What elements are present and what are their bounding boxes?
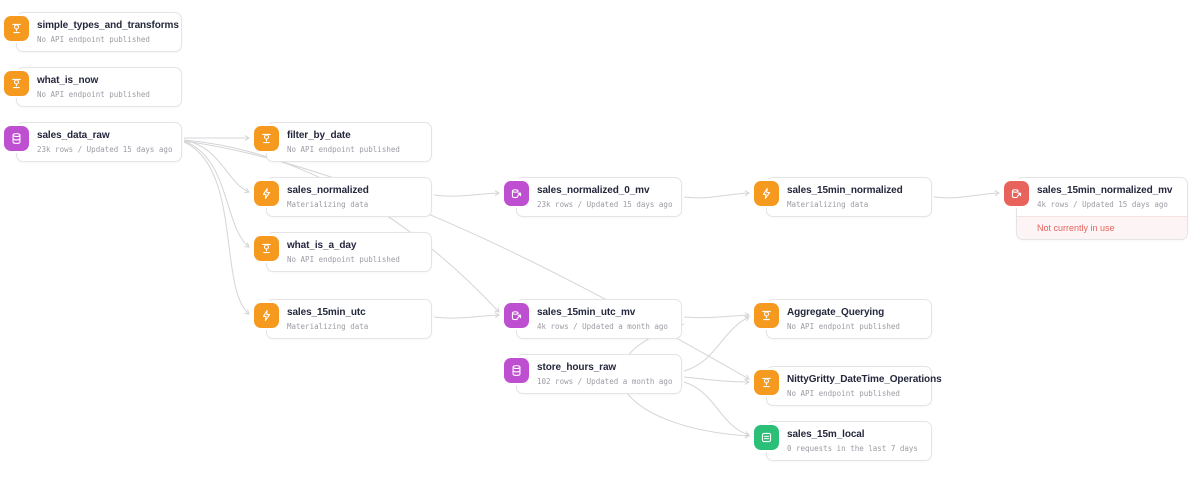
node-title: sales_15min_utc_mv <box>537 307 636 318</box>
materialized-view-icon <box>504 303 529 328</box>
node-meta: 4k rows / Updated 15 days ago <box>1037 200 1168 209</box>
pipe-icon <box>754 370 779 395</box>
node-title: sales_15min_utc <box>287 307 366 318</box>
edge-sales_data_raw-sales_15min_utc_mv <box>183 139 500 313</box>
datasource-icon <box>504 358 529 383</box>
edge-store_hours_raw-Aggregate_Querying <box>683 315 750 372</box>
node-sales_normalized_0_mv[interactable]: sales_normalized_0_mv 23k rows / Updated… <box>504 177 682 217</box>
node-filter_by_date[interactable]: filter_by_date No API endpoint published <box>254 122 432 162</box>
node-meta: 23k rows / Updated 15 days ago <box>537 200 673 209</box>
edge-sales_15min_utc_mv-Aggregate_Querying <box>683 312 750 319</box>
node-title: sales_15m_local <box>787 429 865 440</box>
edge-store_hours_raw-NittyGritty_DateTime_Operations <box>683 376 750 385</box>
node-meta: No API endpoint published <box>787 389 900 398</box>
node-store_hours_raw[interactable]: store_hours_raw 102 rows / Updated a mon… <box>504 354 682 394</box>
not-in-use-warning: Not currently in use <box>1017 216 1187 239</box>
node-meta: 102 rows / Updated a month ago <box>537 377 673 386</box>
node-title: Aggregate_Querying <box>787 307 885 318</box>
pipe-icon <box>4 16 29 41</box>
node-sales_15m_local[interactable]: sales_15m_local 0 requests in the last 7… <box>754 421 932 461</box>
node-Aggregate_Querying[interactable]: Aggregate_Querying No API endpoint publi… <box>754 299 932 339</box>
node-meta: Materializing data <box>787 200 869 209</box>
node-sales_15min_normalized_mv[interactable]: sales_15min_normalized_mv 4k rows / Upda… <box>1004 177 1188 240</box>
materializing-bolt-icon <box>254 181 279 206</box>
edge-sales_normalized-sales_normalized_0_mv <box>433 190 500 197</box>
pipe-icon <box>754 303 779 328</box>
node-sales_normalized[interactable]: sales_normalized Materializing data <box>254 177 432 217</box>
node-sales_data_raw[interactable]: sales_data_raw 23k rows / Updated 15 day… <box>4 122 182 162</box>
node-title: sales_data_raw <box>37 130 110 141</box>
node-what_is_a_day[interactable]: what_is_a_day No API endpoint published <box>254 232 432 272</box>
materializing-bolt-icon <box>754 181 779 206</box>
materialized-view-unused-icon <box>1004 181 1029 206</box>
node-meta: No API endpoint published <box>787 322 900 331</box>
edge-sales_normalized_0_mv-sales_15min_normalized <box>683 190 750 199</box>
node-title: filter_by_date <box>287 130 351 141</box>
node-meta: No API endpoint published <box>37 90 150 99</box>
edge-sales_data_raw-what_is_a_day <box>183 140 250 248</box>
node-meta: No API endpoint published <box>37 35 150 44</box>
node-title: what_is_a_day <box>287 240 357 251</box>
edge-sales_data_raw-sales_15min_utc <box>183 141 250 315</box>
node-title: sales_normalized_0_mv <box>537 185 650 196</box>
node-title: sales_normalized <box>287 185 369 196</box>
pipe-icon <box>254 126 279 151</box>
materialized-view-icon <box>504 181 529 206</box>
node-meta: No API endpoint published <box>287 255 400 264</box>
node-simple_types_and_transforms[interactable]: simple_types_and_transforms No API endpo… <box>4 12 182 52</box>
edge-store_hours_raw-sales_15m_local <box>683 381 750 437</box>
edge-sales_15min_utc-sales_15min_utc_mv <box>433 312 500 319</box>
materializing-bolt-icon <box>254 303 279 328</box>
node-what_is_now[interactable]: what_is_now No API endpoint published <box>4 67 182 107</box>
endpoint-icon <box>754 425 779 450</box>
node-meta: 4k rows / Updated a month ago <box>537 322 668 331</box>
node-meta: 0 requests in the last 7 days <box>787 444 918 453</box>
datasource-icon <box>4 126 29 151</box>
edge-sales_15min_normalized-sales_15min_normalized_mv <box>933 190 1000 199</box>
node-title: sales_15min_normalized <box>787 185 903 196</box>
node-title: simple_types_and_transforms <box>37 20 179 31</box>
node-sales_15min_normalized[interactable]: sales_15min_normalized Materializing dat… <box>754 177 932 217</box>
node-meta: Materializing data <box>287 200 369 209</box>
pipe-icon <box>254 236 279 261</box>
node-title: store_hours_raw <box>537 362 617 373</box>
node-sales_15min_utc_mv[interactable]: sales_15min_utc_mv 4k rows / Updated a m… <box>504 299 682 339</box>
node-sales_15min_utc[interactable]: sales_15min_utc Materializing data <box>254 299 432 339</box>
node-NittyGritty_DateTime_Operations[interactable]: NittyGritty_DateTime_Operations No API e… <box>754 366 942 406</box>
node-meta: No API endpoint published <box>287 145 400 154</box>
node-title: sales_15min_normalized_mv <box>1037 185 1173 196</box>
node-title: NittyGritty_DateTime_Operations <box>787 374 942 385</box>
node-title: what_is_now <box>37 75 99 86</box>
node-meta: Materializing data <box>287 322 369 331</box>
node-meta: 23k rows / Updated 15 days ago <box>37 145 173 154</box>
pipe-icon <box>4 71 29 96</box>
edge-sales_data_raw-sales_normalized <box>183 139 250 194</box>
